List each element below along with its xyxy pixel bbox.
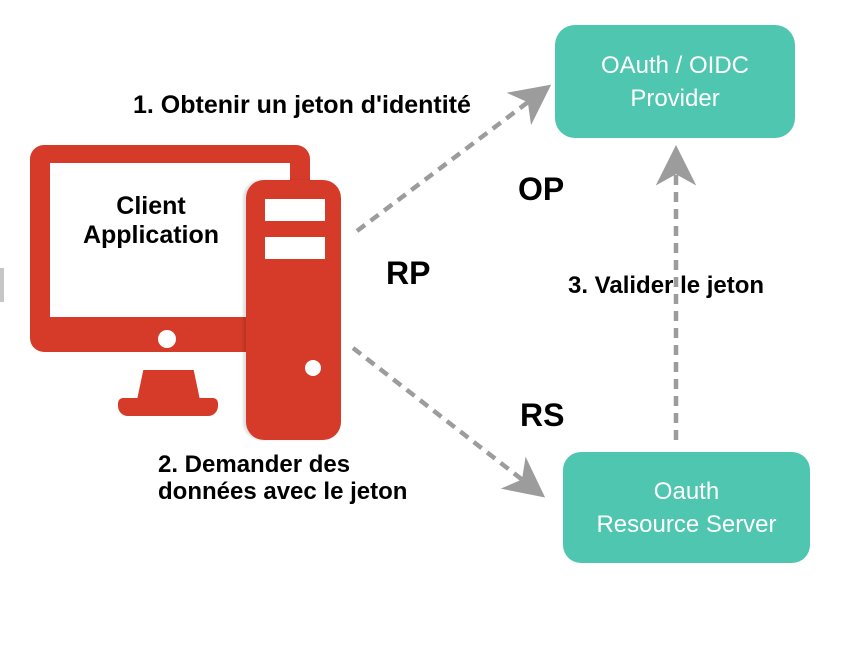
step2-label-line1: 2. Demander des [158, 451, 351, 478]
step3-label: 3. Valider le jeton [568, 272, 765, 299]
client-label-line1: Client [116, 192, 186, 220]
monitor-button-icon [158, 330, 176, 348]
step1-label: 1. Obtenir un jeton d'identité [133, 91, 471, 119]
tower-power-button-icon [305, 360, 321, 376]
provider-label-line1: OAuth / OIDC [600, 51, 750, 79]
client-application-label: Client Application [41, 192, 261, 250]
step2-label-line2: données avec le jeton [158, 478, 408, 505]
tower-drive-slot [265, 199, 325, 221]
monitor-stand-base [118, 398, 218, 416]
role-rp-label: RP [386, 255, 431, 291]
resource-label-line2: Resource Server [596, 510, 777, 538]
resource-label-line1: Oauth [653, 477, 720, 505]
monitor-stand-neck [137, 370, 200, 400]
step2-label: 2. Demander des données avec le jeton [158, 451, 428, 505]
oauth-resource-server-node: Oauth Resource Server [563, 452, 810, 563]
role-op-label: OP [518, 171, 565, 207]
role-rs-label: RS [520, 397, 565, 433]
provider-label-line2: Provider [630, 84, 720, 112]
oauth-oidc-provider-node: OAuth / OIDC Provider [555, 25, 795, 138]
client-label-line2: Application [82, 221, 220, 249]
computer-tower-icon [246, 180, 341, 440]
tower-drive-slot [265, 237, 325, 259]
left-edge-artifact [0, 268, 4, 302]
